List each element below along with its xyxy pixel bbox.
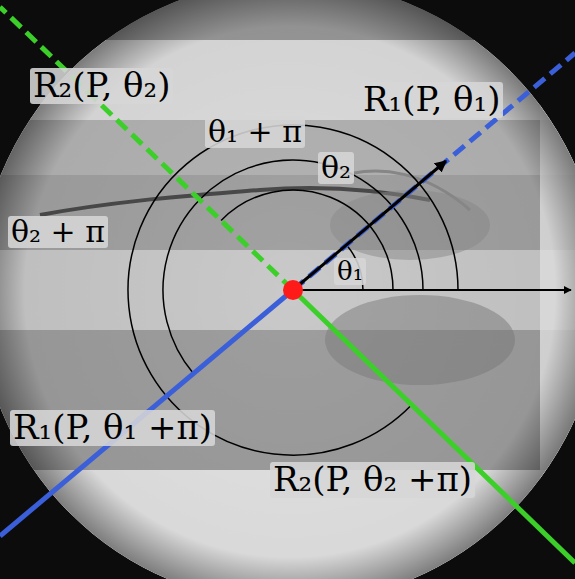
ray-dashed <box>0 7 293 290</box>
angle-label: θ₁ <box>334 258 366 285</box>
ray-solid <box>293 290 575 563</box>
axis-arrow <box>293 289 571 291</box>
ray-label: R₁(P, θ₁) <box>360 82 503 118</box>
ray-label: R₂(P, θ₂) <box>30 68 173 104</box>
ray-dashed <box>293 53 575 290</box>
direction-arrow <box>293 161 446 290</box>
ray-label: R₂(P, θ₂ +π) <box>270 462 475 498</box>
angle-label: θ₂ <box>318 152 354 184</box>
ray-label: R₁(P, θ₁ +π) <box>10 410 215 446</box>
point-p <box>283 280 303 300</box>
ray-solid <box>0 290 293 536</box>
angle-label: θ₁ + π <box>205 116 305 148</box>
angle-label: θ₂ + π <box>8 216 108 248</box>
